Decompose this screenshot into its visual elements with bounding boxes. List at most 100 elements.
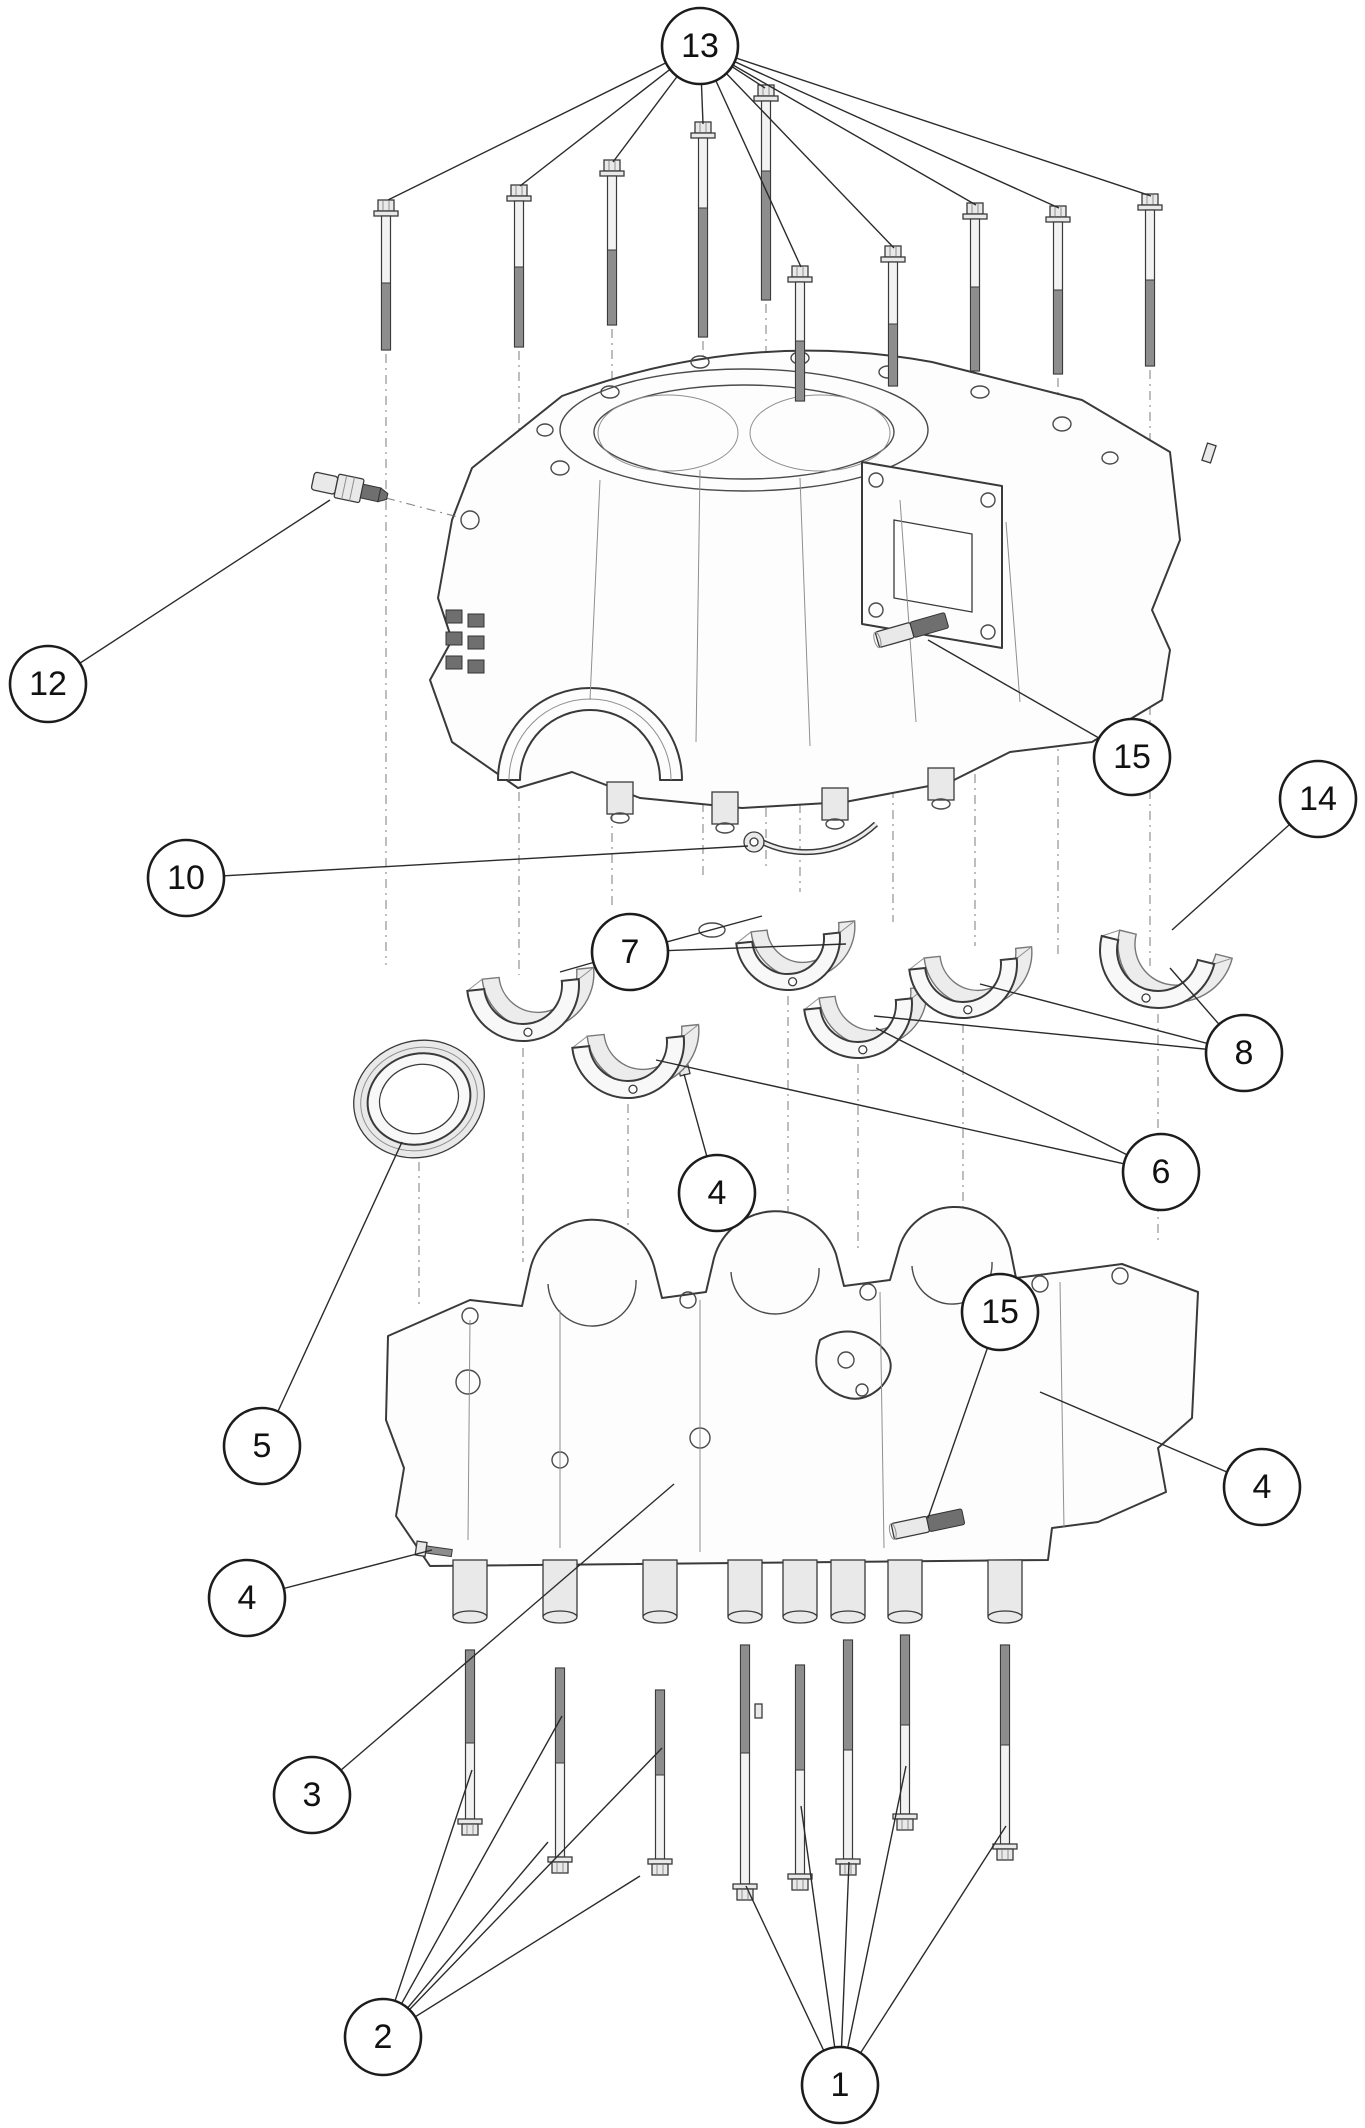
callout-number: 7 (621, 933, 640, 971)
bolt-boss-face (727, 1610, 763, 1624)
callout-balloon-6: 6 (1121, 1132, 1201, 1212)
callout-balloon-3: 3 (272, 1755, 352, 1835)
callout-number: 4 (1253, 1468, 1272, 1506)
bolt-boss (830, 1559, 866, 1617)
bolt-boss (987, 1559, 1023, 1617)
callout-number: 8 (1235, 1034, 1254, 1072)
leader-line (979, 983, 1245, 1054)
lower-crankcase (385, 1205, 1199, 1567)
flange-bolt (892, 1634, 918, 1831)
callout-number: 2 (374, 2018, 393, 2056)
callout-balloon-12: 12 (8, 644, 88, 724)
leader-line (261, 1141, 403, 1447)
upper-crankcase (385, 349, 1181, 834)
leader-line (311, 1483, 675, 1796)
leader-line (839, 1765, 907, 2086)
bolt-boss-face (830, 1610, 866, 1624)
leader-line (800, 1805, 841, 2086)
leader-line (655, 1059, 1162, 1173)
flange-bolt (732, 1644, 758, 1901)
callout-number: 10 (167, 859, 205, 897)
flange-bolt (547, 1667, 573, 1874)
callout-number: 3 (303, 1776, 322, 1814)
leader-line (382, 1747, 663, 2038)
callout-number: 15 (981, 1293, 1019, 1331)
callout-number: 4 (238, 1579, 257, 1617)
callout-balloon-7: 7 (590, 912, 670, 992)
oil-jet (743, 821, 879, 855)
dowel-stud-lower (888, 1508, 966, 1540)
flange-bolt (992, 1644, 1018, 1861)
callout-number: 5 (253, 1427, 272, 1465)
leader-line (382, 1841, 549, 2038)
leader-line (387, 45, 701, 201)
bolt-boss (642, 1559, 678, 1617)
callout-number: 12 (29, 665, 67, 703)
callout-balloon-14: 14 (1278, 759, 1358, 839)
leader-line (699, 45, 977, 206)
flange-bolt (506, 184, 532, 348)
dowel-pin-small (698, 922, 763, 1719)
callout-number: 4 (708, 1174, 727, 1212)
flange-bolt (787, 1664, 813, 1891)
bolt-boss (542, 1559, 578, 1617)
leader-line (382, 1769, 473, 2038)
callout-balloon-4: 4 (1222, 1447, 1302, 1527)
callout-balloon-1: 1 (800, 2045, 880, 2125)
bolt-boss (887, 1559, 923, 1617)
leader-line (382, 1715, 563, 2038)
callout-balloon-15: 15 (960, 1272, 1040, 1352)
loose-parts (310, 442, 1217, 1719)
callout-number: 14 (1299, 780, 1337, 818)
bearing-shell (908, 945, 1033, 1019)
bolt-boss (727, 1559, 763, 1617)
bolt-boss-face (887, 1610, 923, 1624)
callout-balloon-5: 5 (222, 1406, 302, 1486)
flange-bolt (753, 84, 779, 301)
callout-balloon-10: 10 (146, 838, 226, 918)
callout-balloon-8: 8 (1204, 1013, 1284, 1093)
flange-bolt (880, 245, 906, 387)
crankshaft-seal (353, 1039, 485, 1159)
leader-line (1039, 1391, 1263, 1488)
callout-number: 1 (831, 2066, 850, 2104)
callout-balloon-15: 15 (1092, 717, 1172, 797)
callout-number: 6 (1152, 1153, 1171, 1191)
leader-line (47, 499, 331, 685)
callout-number: 15 (1113, 738, 1151, 776)
bearing-shell (735, 920, 856, 991)
flange-bolt (962, 202, 988, 372)
flange-bolt (690, 121, 716, 338)
bearing-shell (466, 966, 595, 1042)
sleeve-pin-top-right (1201, 442, 1217, 464)
flange-bolt (1045, 205, 1071, 375)
leader-line (699, 45, 895, 249)
callout-balloon-2: 2 (343, 1997, 423, 2077)
bolt-boss-face (452, 1610, 488, 1624)
flange-bolt (457, 1649, 483, 1836)
bearing-shell (571, 1023, 700, 1099)
bolt-boss-layer (452, 1559, 1023, 1624)
flange-bolt (373, 199, 399, 351)
leader-line (185, 845, 749, 879)
callout-balloons-layer: 13 12 15 10 14 7 8 6 4 5 15 4 4 3 2 1 (8, 6, 1358, 2125)
hardware-layer (373, 84, 1234, 1901)
callout-number: 13 (681, 27, 719, 65)
bolt-boss-face (782, 1610, 818, 1624)
leader-line (699, 45, 1152, 197)
flange-bolt (647, 1689, 673, 1876)
bearing-shell (1099, 929, 1234, 1009)
flange-bolt (787, 265, 813, 402)
oil-pressure-sensor (310, 471, 389, 504)
callout-balloon-4: 4 (207, 1558, 287, 1638)
leader-line (699, 45, 1060, 209)
callout-balloon-4: 4 (677, 1153, 757, 1233)
callout-balloon-13: 13 (660, 6, 740, 86)
flange-bolt (1137, 193, 1163, 367)
dowel-stud-upper (873, 612, 949, 649)
flange-bolt (835, 1639, 861, 1876)
leader-line (382, 1875, 641, 2038)
bolt-boss (452, 1559, 488, 1617)
